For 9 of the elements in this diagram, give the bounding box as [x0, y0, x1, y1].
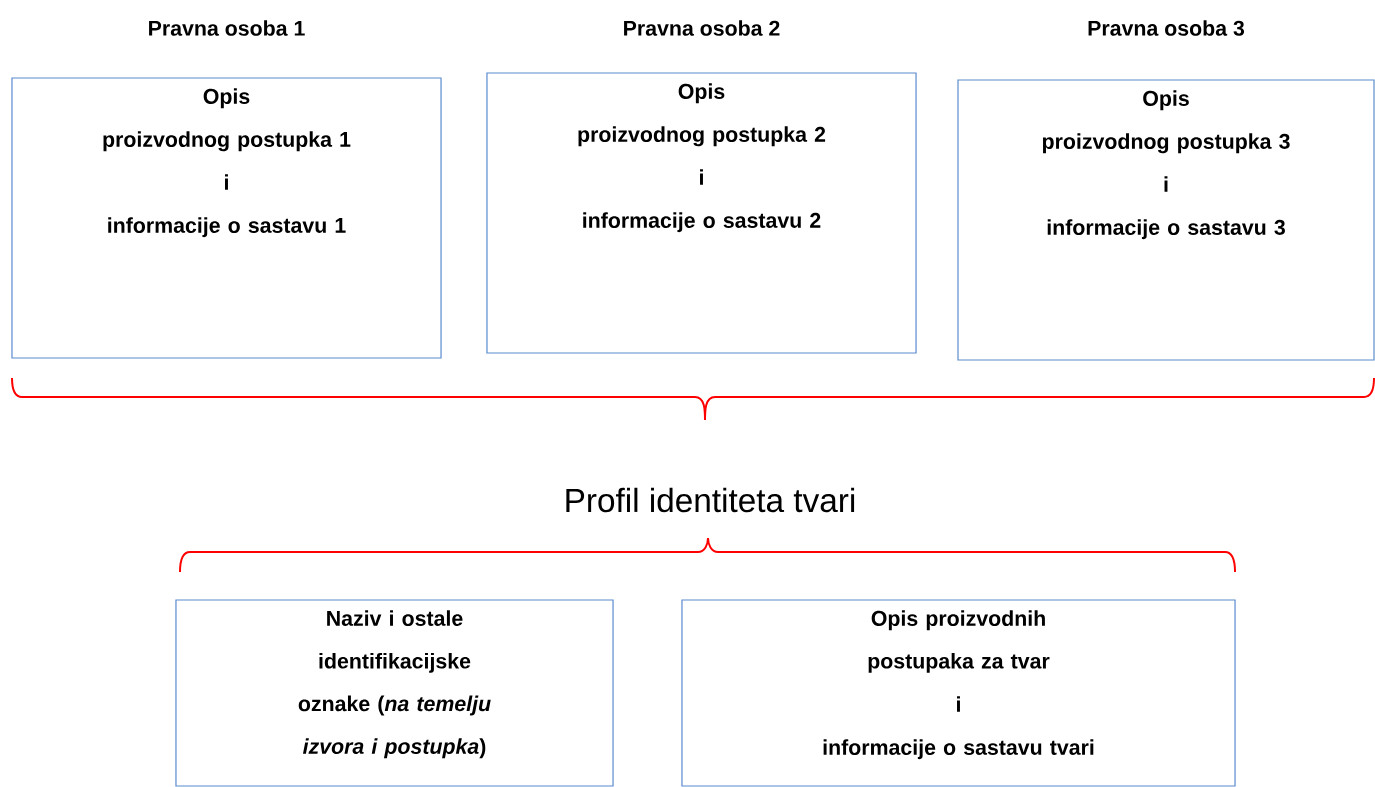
text-box: Naziv i ostale identifikacijske oznake (na temelju izvora i postupka) — [175, 599, 614, 787]
text-box: Pravna osoba 1 Opis proizvodnog postupka 1 i informacije o sastavu 1 — [11, 20, 442, 359]
node-label: Pravna osoba 2 — [624, 20, 780, 36]
node-label: Pravna osoba 3 — [1088, 20, 1245, 36]
text-box: Opis proizvodnih postupaka za tvar i informacije o sastavu tvari — [681, 599, 1236, 787]
text-box: Pravna osoba 2 Opis proizvodnog postupka 2 i informacije o sastavu 2 — [486, 20, 917, 354]
text-box: Pravna osoba 3 Opis proizvodnog postupka 3 i informacije o sastavu 3 — [957, 20, 1375, 361]
node-label: Pravna osoba 1 — [149, 20, 305, 36]
center-label: Profil identiteta tvari — [566, 487, 855, 513]
